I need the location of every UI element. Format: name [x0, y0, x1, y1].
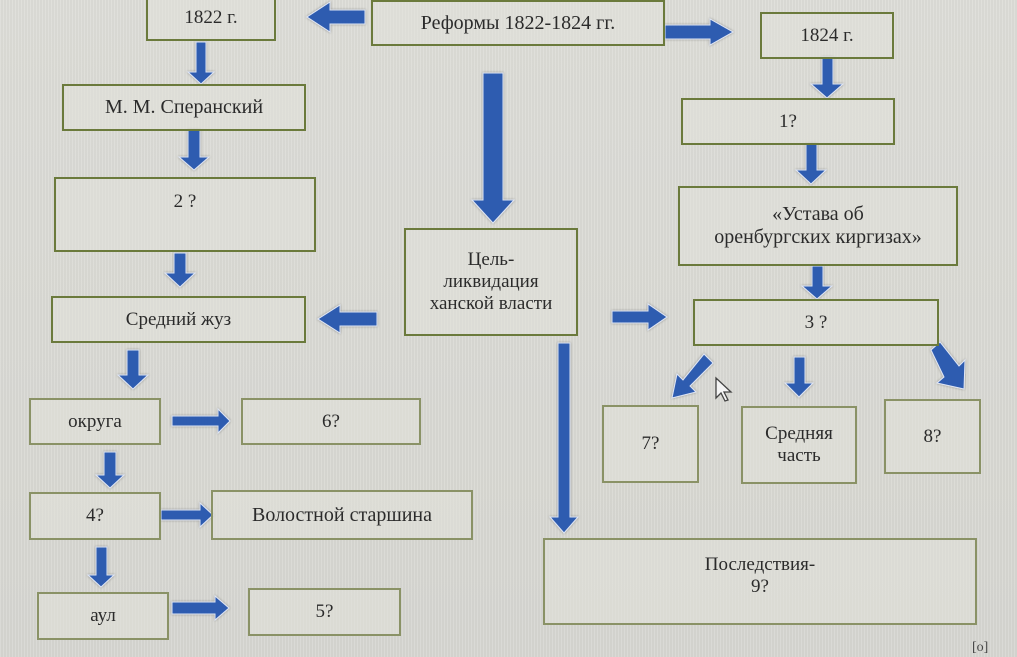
question-8-label: 8?	[923, 425, 942, 447]
arrow-q3-to-middle	[783, 356, 815, 398]
arrow-q2-to-zhuz	[163, 252, 197, 288]
title-box: Реформы 1822-1824 гг.	[371, 0, 665, 46]
speransky-label: М. М. Сперанский	[104, 96, 264, 118]
diagram-title: Реформы 1822-1824 гг.	[420, 11, 616, 34]
question-6-label: 6?	[322, 410, 340, 432]
goal-line-1: Цель-	[467, 249, 515, 271]
question-9-label: 9?	[751, 575, 769, 597]
arrow-aul-to-q5	[171, 594, 230, 622]
volost-elder-label: Волостной старшина	[252, 503, 432, 526]
middle-part-line-2: часть	[777, 445, 821, 466]
aul-label: аул	[90, 605, 116, 627]
arrow-okruga-to-q4	[94, 451, 126, 489]
question-7-label: 7?	[641, 433, 660, 455]
middle-part-box: Средняя часть	[741, 406, 857, 484]
volost-elder-box: Волостной старшина	[211, 490, 473, 540]
arrow-charter-to-q3	[800, 265, 834, 300]
arrow-q4-to-volost	[160, 501, 214, 529]
corner-mark: [o]	[972, 640, 989, 655]
goal-line-3: ханской власти	[429, 292, 553, 314]
question-4-box[interactable]: 4?	[29, 492, 161, 540]
charter-line-2: оренбургских киргизах»	[714, 226, 922, 248]
consequences-label: Последствия-	[704, 554, 816, 575]
question-7-box[interactable]: 7?	[602, 405, 699, 483]
arrow-title-to-1822	[306, 1, 366, 33]
arrow-zhuz-to-okruga	[116, 349, 150, 390]
arrow-q3-to-q8	[930, 341, 966, 390]
arrow-q3-to-q7	[671, 353, 714, 399]
charter-line-1: «Устава об	[772, 203, 864, 225]
arrow-goal-to-zhuz	[317, 304, 378, 334]
charter-box: «Устава об оренбургских киргизах»	[678, 186, 958, 266]
goal-box: Цель- ликвидация ханской власти	[404, 228, 578, 336]
question-5-box[interactable]: 5?	[248, 588, 401, 636]
question-1-box[interactable]: 1?	[681, 98, 895, 145]
question-2-box[interactable]: 2 ?	[54, 177, 316, 252]
okruga-label: округа	[68, 410, 122, 432]
year-1822-box: 1822 г.	[146, 0, 276, 41]
middle-zhuz-label: Средний жуз	[125, 308, 232, 330]
question-2-label: 2 ?	[173, 191, 197, 212]
question-1-label: 1?	[779, 110, 797, 132]
question-6-box[interactable]: 6?	[241, 398, 421, 445]
question-8-box[interactable]: 8?	[884, 399, 981, 474]
consequences-box[interactable]: Последствия- 9?	[543, 538, 977, 625]
year-1824-box: 1824 г.	[760, 12, 894, 59]
arrow-speransky-to-q2	[177, 129, 211, 171]
arrow-1822-to-speransky	[186, 41, 216, 85]
year-1822-label: 1822 г.	[184, 6, 238, 28]
aul-box: аул	[37, 592, 169, 640]
arrow-goal-to-q3	[611, 303, 668, 331]
arrow-q1-to-charter	[794, 143, 828, 185]
arrow-q4-to-aul	[86, 546, 116, 588]
arrow-goal-to-consequences	[548, 342, 580, 534]
okruga-box: округа	[29, 398, 161, 445]
question-4-label: 4?	[86, 505, 104, 527]
question-5-label: 5?	[315, 601, 334, 623]
middle-zhuz-box: Средний жуз	[51, 296, 306, 343]
question-3-box[interactable]: 3 ?	[693, 299, 939, 346]
arrow-title-to-goal	[470, 72, 516, 224]
arrow-1824-to-q1	[809, 56, 845, 99]
middle-part-line-1: Средняя	[765, 423, 833, 445]
arrow-title-to-1824	[664, 18, 735, 46]
goal-line-2: ликвидация	[443, 271, 539, 293]
year-1824-label: 1824 г.	[800, 24, 854, 46]
arrow-okruga-to-q6	[171, 407, 231, 435]
question-3-label: 3 ?	[804, 311, 828, 333]
speransky-box: М. М. Сперанский	[62, 84, 306, 131]
mouse-cursor-icon	[715, 376, 733, 402]
